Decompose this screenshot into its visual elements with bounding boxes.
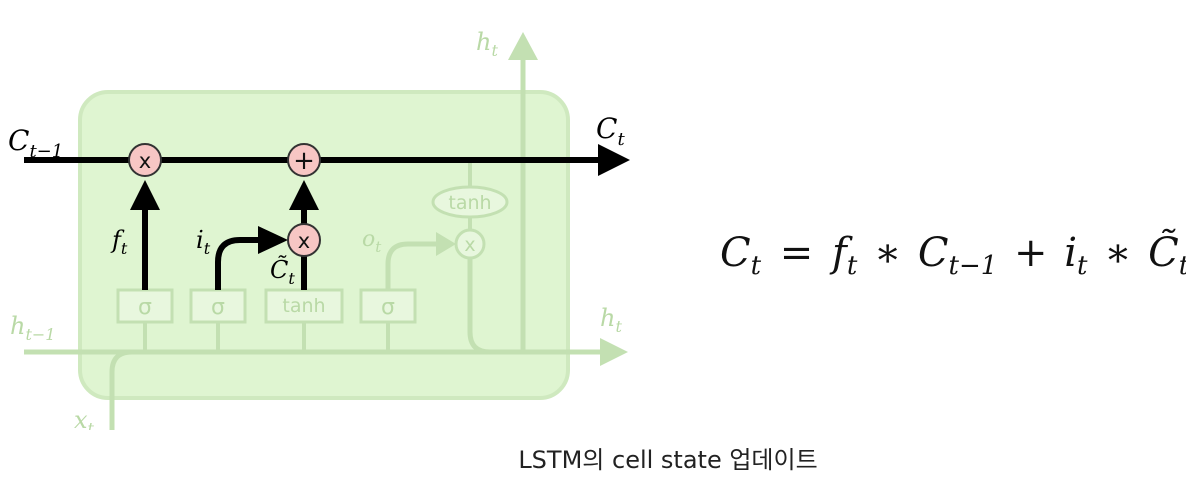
x-input-line (109, 349, 133, 430)
eq-star1: ∗ (874, 230, 901, 276)
label-c-tilde: C̃t (270, 256, 295, 288)
output-multiply-op (454, 228, 486, 260)
eq-t4-base: C̃ (1148, 229, 1179, 276)
figure-caption: LSTM의 cell state 업데이트 (518, 446, 818, 474)
label-h-prev: ht−1 (10, 312, 55, 344)
forget-gate-arrowhead (130, 180, 160, 210)
eq-t4-sub: t (1179, 251, 1186, 281)
label-c-prev: Ct−1 (8, 124, 63, 162)
output-gate-path (385, 241, 442, 290)
label-i-gate: it (196, 226, 211, 258)
h-right-arrowhead (600, 338, 628, 366)
add-symbol: + (293, 146, 315, 176)
cell-state-arrowhead (598, 144, 630, 176)
label-x-in: xt (74, 406, 95, 430)
eq-equals: = (780, 230, 814, 276)
lstm-diagram: tanh x σ σ tanh σ x + x Ct−1 Ct ht ht−1 … (8, 28, 1186, 430)
forget-multiply-op (128, 143, 162, 177)
tanh-block-label: tanh (282, 295, 325, 317)
label-o-gate: ot (362, 227, 382, 256)
eq-plus: + (1014, 230, 1048, 276)
eq-t3-base: i (1064, 230, 1077, 276)
label-h-right: ht (600, 304, 622, 336)
eq-lhs-sub: t (751, 251, 762, 281)
eq-star2: ∗ (1104, 230, 1131, 276)
output-multiply-symbol: x (464, 234, 475, 256)
output-gate-arrowhead (436, 232, 456, 256)
input-gate-arrowhead (258, 226, 288, 254)
eq-t2-base: C (918, 230, 949, 276)
output-sigma-label: σ (381, 295, 395, 320)
output-sigma-block (359, 288, 417, 324)
input-sigma-label: σ (211, 295, 225, 320)
forget-sigma-label: σ (138, 295, 152, 320)
input-gate-path (215, 237, 262, 290)
tanh-oval (431, 185, 509, 219)
tanh-oval-label: tanh (448, 192, 491, 214)
add-op (287, 143, 321, 177)
input-multiply-symbol: x (298, 229, 310, 253)
mult-to-h-path (467, 258, 491, 355)
label-h-top: ht (476, 28, 498, 60)
update-arrowhead (289, 180, 319, 210)
input-sigma-block (189, 288, 247, 324)
forget-multiply-symbol: x (139, 149, 151, 173)
label-c-next: Ct (596, 112, 625, 150)
eq-t1-sub: t (847, 251, 858, 281)
input-multiply-op (287, 223, 321, 257)
h-top-arrowhead (508, 32, 538, 60)
equation: Ct = ft ∗ Ct−1 + it ∗ C̃t (720, 229, 1186, 284)
eq-t2-sub: t−1 (949, 251, 998, 281)
eq-lhs-base: C (720, 230, 751, 276)
eq-t3-sub: t (1077, 251, 1088, 281)
